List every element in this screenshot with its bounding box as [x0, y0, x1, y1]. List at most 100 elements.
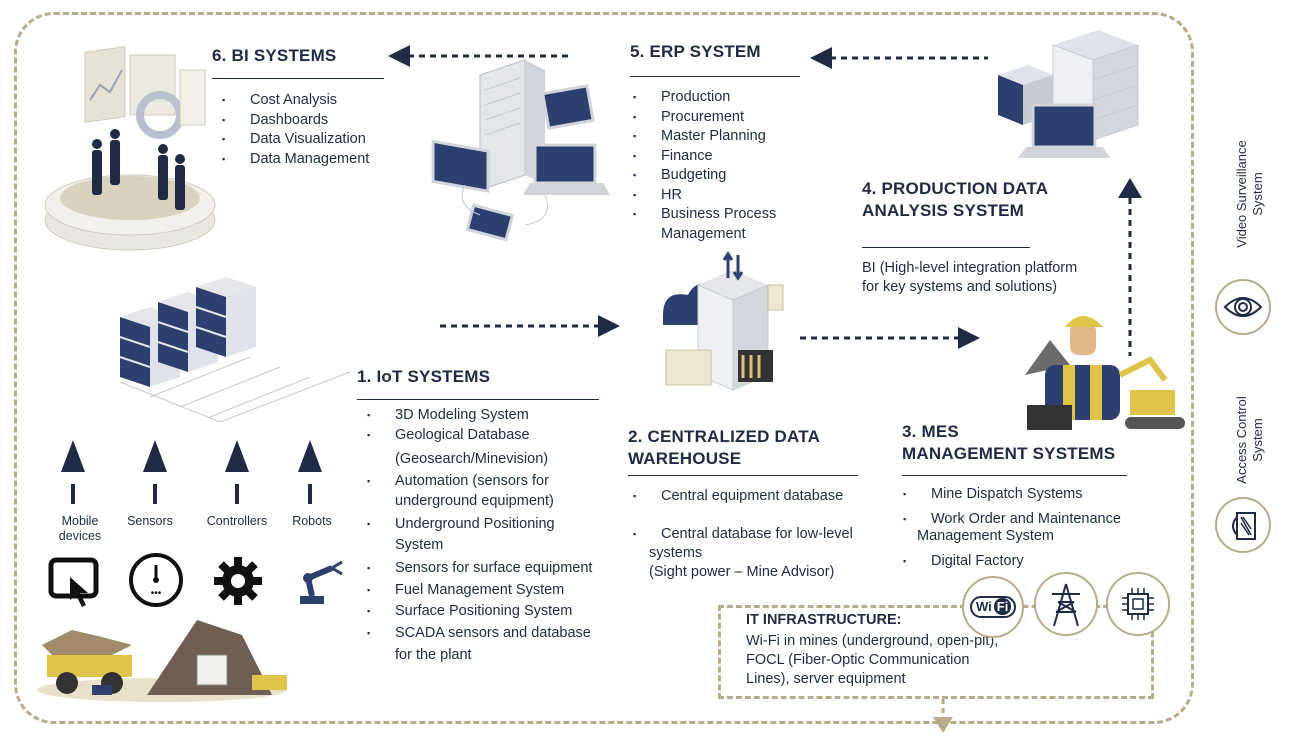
video-surveillance-line1: Video Surveillance: [1234, 140, 1249, 248]
list-item: Fuel Management System: [367, 581, 592, 601]
pdas-title-line1: 4. PRODUCTION DATA: [862, 179, 1049, 198]
list-item: Business Process: [633, 205, 776, 225]
bi-list: Cost Analysis Dashboards Data Visualizat…: [222, 91, 369, 169]
it-line2: FOCL (Fiber-Optic Communication: [746, 652, 970, 668]
cdw-list: Central equipment database: [633, 487, 843, 507]
iot-item-continuation: System: [395, 537, 444, 553]
list-item: Underground Positioning: [367, 515, 555, 535]
list-item: Dashboards: [222, 111, 369, 131]
iot-item-continuation: (Geosearch/Minevision): [395, 451, 549, 467]
list-item: Digital Factory: [903, 552, 1024, 572]
device-label-mobile: Mobile devices: [58, 514, 102, 543]
arrow-mes-to-pdas: [1118, 178, 1142, 356]
iot-item-continuation: for the plant: [395, 647, 472, 663]
data-warehouse-illustration: [663, 251, 784, 391]
miner-excavator-illustration: [1025, 316, 1185, 430]
mes-list-2: Work Order and Maintenance: [903, 510, 1121, 530]
iot-title-rule: [357, 399, 599, 400]
video-surveillance-label: Video Surveillance System: [1234, 134, 1266, 254]
cdw-item-continuation: (Sight power – Mine Advisor): [649, 564, 835, 580]
tablet-touch-icon: [48, 557, 99, 607]
list-item: 3D Modeling System: [367, 406, 530, 426]
erp-title-rule: [630, 76, 800, 77]
mes-list-3: Digital Factory: [903, 552, 1024, 572]
list-item: Production: [633, 88, 776, 108]
pdas-title-line2: ANALYSIS SYSTEM: [862, 201, 1025, 220]
bi-title-rule: [212, 78, 384, 79]
erp-title: 5. ERP SYSTEM: [630, 42, 761, 61]
iot-title: 1. IoT SYSTEMS: [357, 367, 491, 386]
arrow-warehouse-to-pdas: [800, 327, 980, 349]
robot-arm-icon: [300, 560, 343, 604]
list-item: SCADA sensors and database: [367, 624, 592, 644]
cdw-list-2: Central database for low-level: [633, 525, 853, 545]
cdw-item-continuation: systems: [649, 545, 703, 561]
mes-title-rule: [902, 475, 1127, 476]
list-item: Cost Analysis: [222, 91, 369, 111]
pdas-desc-line1: BI (High-level integration platform: [862, 260, 1078, 276]
it-infrastructure-box: [718, 605, 1154, 699]
devices-network-illustration: [431, 59, 610, 242]
mes-title-line2: MANAGEMENT SYSTEMS: [902, 444, 1116, 463]
mining-site-illustration: [37, 620, 287, 702]
iot-list: 3D Modeling System Geological Database: [367, 406, 530, 445]
iot-list-3: Underground Positioning: [367, 515, 555, 535]
list-item: Surface Positioning System: [367, 602, 592, 622]
arrow-pdas-to-erp: [810, 47, 988, 69]
mes-item-continuation: Management System: [917, 528, 1055, 544]
iot-server-cluster-illustration: [119, 277, 351, 423]
list-item: Central equipment database: [633, 487, 843, 507]
access-control-label: Access Control System: [1234, 380, 1266, 500]
list-item: Geological Database: [367, 426, 530, 446]
outer-frame: [14, 12, 1194, 724]
arrow-erp-to-bi: [388, 45, 573, 67]
pdas-title-rule: [862, 247, 1030, 248]
list-item: Finance: [633, 147, 776, 167]
gauge-icon: •••: [129, 553, 183, 607]
pdas-desc-line2: for key systems and solutions): [862, 279, 1058, 295]
mes-title-line1: 3. MES: [902, 422, 959, 441]
iot-list-2: Automation (sensors for: [367, 472, 549, 492]
cdw-title-line2: WAREHOUSE: [628, 449, 742, 468]
it-title: IT INFRASTRUCTURE:: [746, 612, 902, 628]
bi-title: 6. BI SYSTEMS: [212, 46, 337, 65]
gear-icon: [214, 557, 262, 605]
bi-dashboard-illustration: [44, 46, 216, 251]
power-tower-icon: [1034, 572, 1098, 636]
list-item: Data Management: [222, 150, 369, 170]
list-item: Sensors for surface equipment: [367, 559, 592, 579]
device-label-controllers: Controllers: [206, 514, 268, 528]
device-upload-arrows: [61, 440, 322, 504]
video-surveillance-line2: System: [1250, 172, 1265, 216]
list-item: Central database for low-level: [633, 525, 853, 545]
iot-item-continuation: underground equipment): [395, 493, 554, 509]
server-chip-icon: [1106, 572, 1170, 636]
device-label-sensors: Sensors: [127, 514, 173, 528]
server-laptop-illustration: [998, 30, 1139, 158]
list-item: Budgeting: [633, 166, 776, 186]
list-item: Procurement: [633, 108, 776, 128]
access-control-line2: System: [1250, 418, 1265, 462]
list-item: Work Order and Maintenance: [903, 510, 1121, 530]
wifi-icon-label-2: Fi: [993, 598, 1012, 615]
erp-list: Production Procurement Master Planning F…: [633, 88, 776, 225]
mes-list: Mine Dispatch Systems: [903, 485, 1083, 505]
iot-list-4: Sensors for surface equipment Fuel Manag…: [367, 559, 592, 645]
svg-text:•••: •••: [151, 588, 162, 599]
access-control-line1: Access Control: [1234, 396, 1249, 484]
erp-item-continuation: Management: [661, 226, 746, 242]
list-item: Automation (sensors for: [367, 472, 549, 492]
arrow-iot-to-warehouse: [440, 315, 620, 337]
device-label-robots: Robots: [292, 514, 332, 528]
list-item: Mine Dispatch Systems: [903, 485, 1083, 505]
list-item: HR: [633, 186, 776, 206]
cdw-title-line1: 2. CENTRALIZED DATA: [628, 427, 821, 446]
it-line1: Wi-Fi in mines (underground, open-pit),: [746, 633, 999, 649]
wifi-icon-label: Wi: [976, 599, 992, 614]
cdw-title-rule: [628, 475, 858, 476]
list-item: Master Planning: [633, 127, 776, 147]
access-card-icon: [1215, 497, 1271, 553]
it-line3: Lines), server equipment: [746, 671, 906, 687]
arrow-it-down: [933, 699, 953, 733]
